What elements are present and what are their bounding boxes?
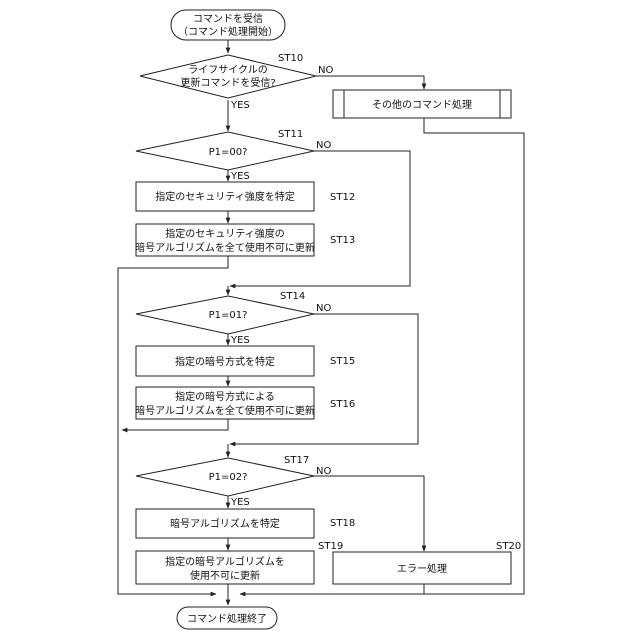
decision-st10: ライフサイクルの 更新コマンドを受信? ST10 NO YES [140,53,333,111]
st20-step-id: ST20 [496,541,521,552]
st17-yes-label: YES [230,497,250,508]
process-st15: 指定の暗号方式を特定 ST15 [136,346,355,376]
start-line1: コマンドを受信 [193,13,263,25]
st14-text: P1=01? [209,310,248,321]
process-st20: エラー処理 ST20 [333,541,521,584]
decision-st14: P1=01? ST14 NO YES [136,291,331,346]
connector-st16-bus [122,419,228,430]
process-st12: 指定のセキュリティ強度を特定 ST12 [136,182,355,211]
connector-st10-no [316,76,424,89]
process-st16: 指定の暗号方式による 暗号アルゴリズムを全て使用不可に更新 ST16 [135,387,355,419]
st14-step-id: ST14 [280,291,305,302]
st20-text: エラー処理 [397,562,447,575]
st15-step-id: ST15 [330,356,355,367]
decision-st11: P1=00? ST11 NO YES [136,129,331,182]
st11-no-label: NO [316,140,331,151]
start-line2: （コマンド処理開始） [178,25,278,38]
connector-st11-no [230,151,410,286]
st11-yes-label: YES [230,171,250,182]
end-terminal: コマンド処理終了 [177,607,277,629]
st18-step-id: ST18 [330,518,355,529]
st13-line1: 指定のセキュリティ強度の [165,227,284,240]
process-st18: 暗号アルゴリズムを特定 ST18 [136,509,355,538]
st19-line1: 指定の暗号アルゴリズムを [165,555,285,568]
st11-text: P1=00? [209,147,248,158]
st16-line1: 指定の暗号方式による [175,390,275,403]
st17-no-label: NO [316,466,331,477]
st17-text: P1=02? [209,472,248,483]
process-st13: 指定のセキュリティ強度の 暗号アルゴリズムを全て使用不可に更新 ST13 [135,224,355,256]
st10-no-label: NO [318,65,333,76]
st10-line2: 更新コマンドを受信? [180,76,275,89]
connector-st14-no [230,314,418,444]
st16-step-id: ST16 [330,399,355,410]
st16-line2: 暗号アルゴリズムを全て使用不可に更新 [135,404,315,417]
st15-text: 指定の暗号方式を特定 [175,355,275,368]
st12-text: 指定のセキュリティ強度を特定 [155,190,294,203]
st12-step-id: ST12 [330,192,355,203]
st14-no-label: NO [316,303,331,314]
connector-st17-no [314,476,424,551]
process-other: その他のコマンド処理 [333,90,511,118]
other-label: その他のコマンド処理 [372,98,472,111]
st10-yes-label: YES [230,100,250,111]
st11-step-id: ST11 [278,129,303,140]
st19-line2: 使用不可に更新 [190,569,260,582]
st17-step-id: ST17 [284,455,309,466]
st14-yes-label: YES [230,335,250,346]
st19-step-id: ST19 [318,541,343,552]
end-label: コマンド処理終了 [187,612,267,625]
st10-line1: ライフサイクルの [188,64,268,76]
start-terminal: コマンドを受信 （コマンド処理開始） [171,10,285,40]
st10-step-id: ST10 [278,53,303,64]
decision-st17: P1=02? ST17 NO YES [136,455,331,508]
process-st19: 指定の暗号アルゴリズムを 使用不可に更新 ST19 [136,541,343,584]
st13-line2: 暗号アルゴリズムを全て使用不可に更新 [135,241,315,254]
st13-step-id: ST13 [330,235,355,246]
st18-text: 暗号アルゴリズムを特定 [170,517,280,530]
